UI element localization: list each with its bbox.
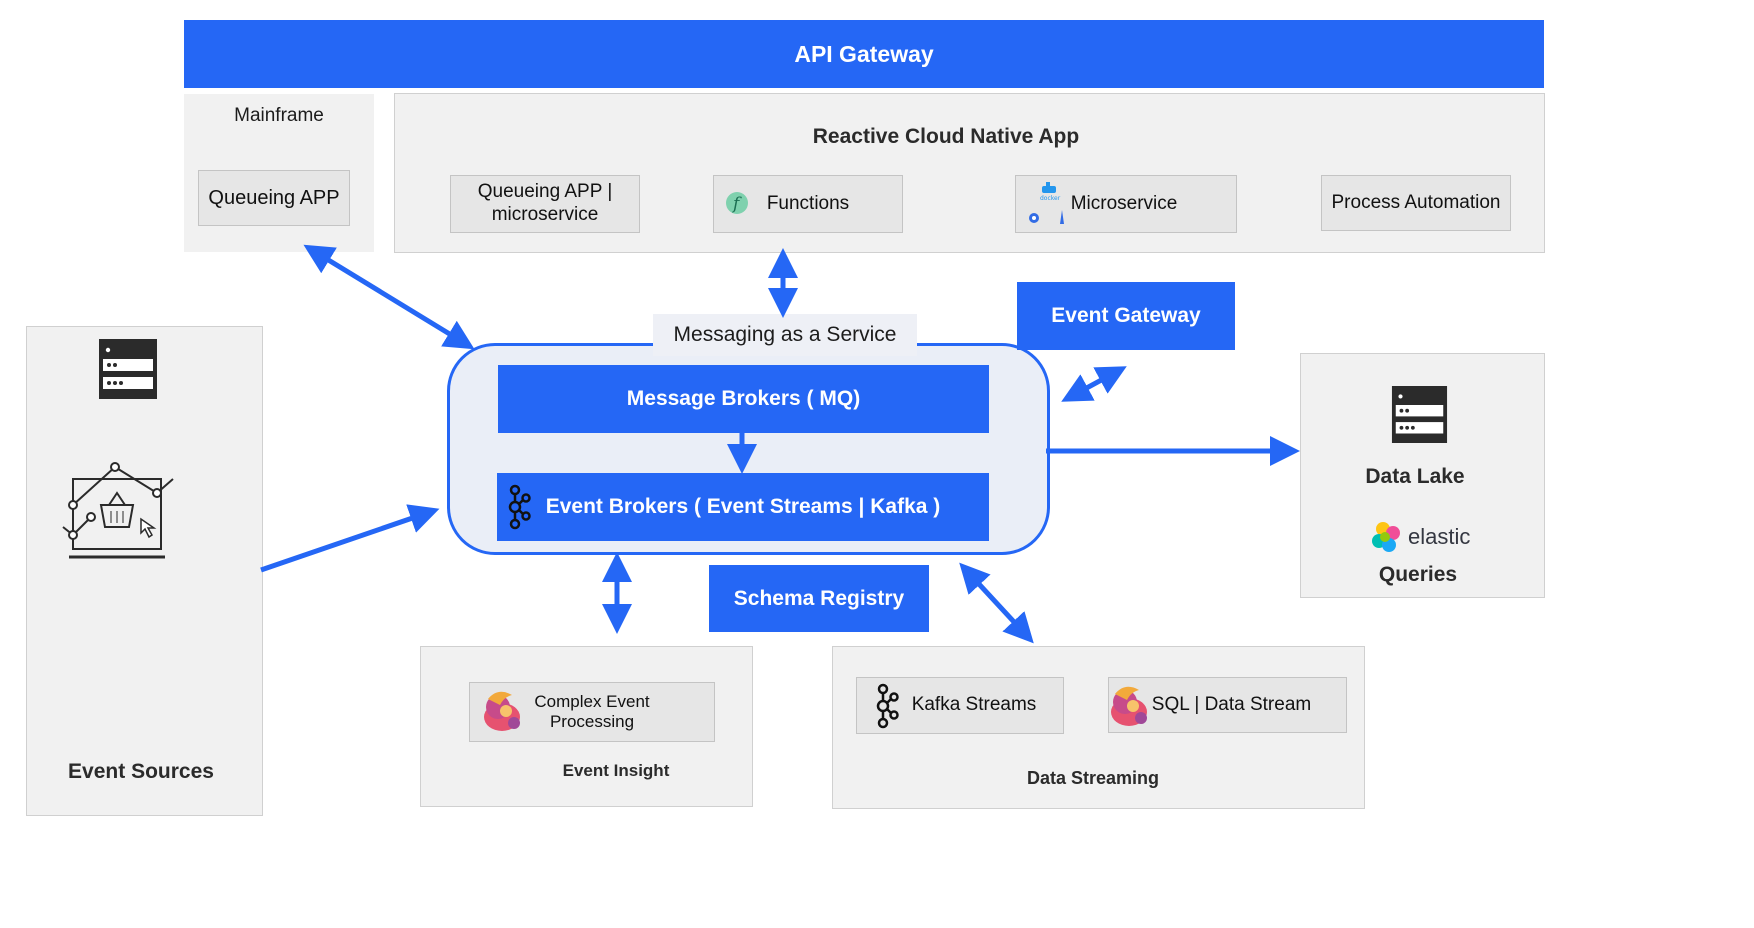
cloud-functions[interactable]: f Functions [713,175,903,233]
svg-text:f: f [731,194,742,214]
functions-icon: f [724,190,750,216]
docker-kubernetes-icon: docker [1024,180,1064,228]
kafka-streams-icon [875,683,899,736]
api-gateway-bar: API Gateway [184,20,1544,88]
cloud-process-automation[interactable]: Process Automation [1321,175,1511,231]
schema-registry-label: Schema Registry [733,586,905,610]
cep-line1: Complex Event [534,691,650,711]
flink-icon [478,687,526,740]
event-sources-panel: Event Sources [26,326,263,816]
arrow-streaming-messaging [959,562,1034,644]
arrow-gateway-messaging [1061,366,1127,402]
kafka-icon [507,484,531,536]
event-insight-panel: Complex Event Processing Event Insight [420,646,753,807]
messaging-title-box: Messaging as a Service [653,314,917,356]
elastic-label: elastic [1408,524,1471,549]
event-gateway-label: Event Gateway [1051,304,1201,327]
cloud-queueing-app[interactable]: Queueing APP | microservice [450,175,640,233]
laptop-shopping-icon [61,457,181,572]
server-icon [99,339,157,404]
message-brokers-label: Message Brokers ( MQ) [626,387,861,410]
elastic-icon [1371,521,1403,558]
data-lake-title: Data Lake [1365,465,1465,488]
message-brokers-box[interactable]: Message Brokers ( MQ) [498,365,989,433]
messaging-title: Messaging as a Service [673,323,897,346]
mainframe-panel: Mainframe Queueing APP [184,94,374,252]
mainframe-queueing-app-label: Queueing APP [208,187,340,209]
data-lake-panel: Data Lake elastic Queries [1300,353,1545,598]
cloud-queueing-app-line2: microservice [491,204,599,225]
event-brokers-box[interactable]: Event Brokers ( Event Streams | Kafka ) [497,473,989,541]
cloud-native-panel: Reactive Cloud Native App Queueing APP |… [394,93,1545,253]
sql-data-stream-label: SQL | Data Stream [1151,693,1312,715]
cloud-microservice[interactable]: docker Microservice [1015,175,1237,233]
sql-flink-icon [1105,682,1153,737]
sql-data-stream-box[interactable]: SQL | Data Stream [1108,677,1347,733]
kafka-streams-label: Kafka Streams [911,694,1037,716]
complex-event-processing[interactable]: Complex Event Processing [469,682,715,742]
event-insight-title: Event Insight [562,761,670,780]
cloud-functions-label: Functions [766,192,850,214]
data-streaming-title: Data Streaming [1026,767,1160,788]
data-lake-server-icon [1391,386,1448,448]
data-lake-queries: Queries [1378,563,1458,586]
cloud-queueing-app-line1: Queueing APP | [477,181,613,203]
api-gateway-label: API Gateway [794,40,934,67]
schema-registry-box[interactable]: Schema Registry [709,565,929,632]
arrow-sources-messaging [260,504,440,573]
cloud-native-title: Reactive Cloud Native App [812,125,1080,148]
cep-line2: Processing [549,712,635,731]
mainframe-title: Mainframe [234,105,324,126]
data-streaming-panel: Kafka Streams SQL | Data Stream Data Str… [832,646,1365,809]
cloud-process-automation-label: Process Automation [1331,191,1501,213]
svg-text:docker: docker [1040,195,1061,202]
arrow-mainframe-messaging [303,244,475,350]
event-brokers-label: Event Brokers ( Event Streams | Kafka ) [545,495,941,518]
cloud-microservice-label: Microservice [1070,192,1178,214]
kafka-streams-box[interactable]: Kafka Streams [856,677,1064,734]
mainframe-queueing-app[interactable]: Queueing APP [198,170,350,226]
event-gateway-box[interactable]: Event Gateway [1017,282,1235,350]
event-sources-title: Event Sources [68,760,214,783]
